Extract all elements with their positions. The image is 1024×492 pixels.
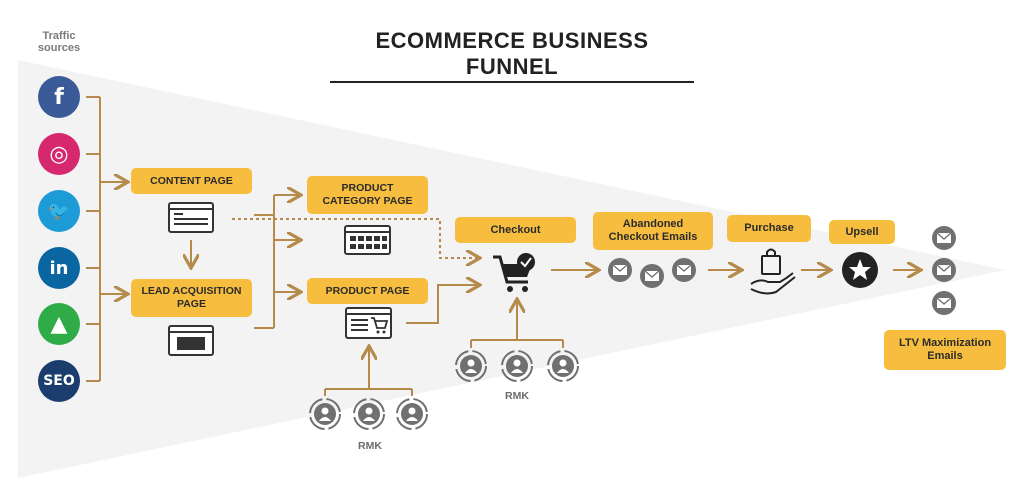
envelope-icon — [640, 264, 664, 288]
stage-upsell: Upsell — [829, 220, 895, 244]
shopping-cart-icon — [493, 253, 535, 292]
hand-bag-icon — [750, 248, 796, 295]
stage-purchase: Purchase — [727, 215, 811, 242]
rmk-users-checkout — [455, 350, 579, 382]
abandoned-envelope-icons — [608, 258, 696, 288]
ltv-envelope-icons — [932, 226, 956, 315]
traffic-sources-label: Traffic sources — [37, 30, 81, 54]
envelope-icon — [932, 291, 956, 315]
seo-icon: SEO — [38, 360, 80, 402]
envelope-icon — [932, 258, 956, 282]
stage-ltv-maximization-emails: LTV Maximization Emails — [884, 330, 1006, 370]
star-icon — [842, 252, 878, 288]
form-page-icon — [168, 325, 214, 356]
rmk-label: RMK — [505, 390, 529, 402]
envelope-icon — [608, 258, 632, 282]
browser-page-icon — [168, 202, 214, 233]
user-retarget-icon — [353, 398, 385, 430]
stage-abandoned-checkout-emails: Abandoned Checkout Emails — [593, 212, 713, 250]
stage-content-page: CONTENT PAGE — [131, 168, 252, 194]
product-to-checkout-arrow — [406, 285, 478, 324]
stage-product-category-page: PRODUCT CATEGORY PAGE — [307, 176, 428, 214]
user-retarget-icon — [396, 398, 428, 430]
source-connectors — [86, 96, 126, 382]
stage-checkout: Checkout — [455, 217, 576, 243]
twitter-icon: 🐦 — [38, 190, 80, 232]
google-ads-icon: ▲ — [38, 303, 80, 345]
user-retarget-icon — [309, 398, 341, 430]
dotted-checkout-arrow — [232, 218, 478, 258]
instagram-icon: ◎ — [38, 133, 80, 175]
linkedin-icon: in — [38, 247, 80, 289]
user-retarget-icon — [501, 350, 533, 382]
envelope-icon — [672, 258, 696, 282]
stage-lead-acquisition-page: LEAD ACQUISITION PAGE — [131, 279, 252, 317]
rmk-users-product — [309, 398, 428, 430]
page-connectors — [254, 195, 299, 329]
rmk-label: RMK — [358, 440, 382, 452]
stage-product-page: PRODUCT PAGE — [307, 278, 428, 304]
user-retarget-icon — [455, 350, 487, 382]
facebook-icon: f — [38, 76, 80, 118]
page-title: ECOMMERCE BUSINESS FUNNEL — [330, 28, 694, 83]
envelope-icon — [932, 226, 956, 250]
user-retarget-icon — [547, 350, 579, 382]
category-grid-icon — [344, 225, 391, 255]
product-page-icon — [345, 307, 392, 339]
